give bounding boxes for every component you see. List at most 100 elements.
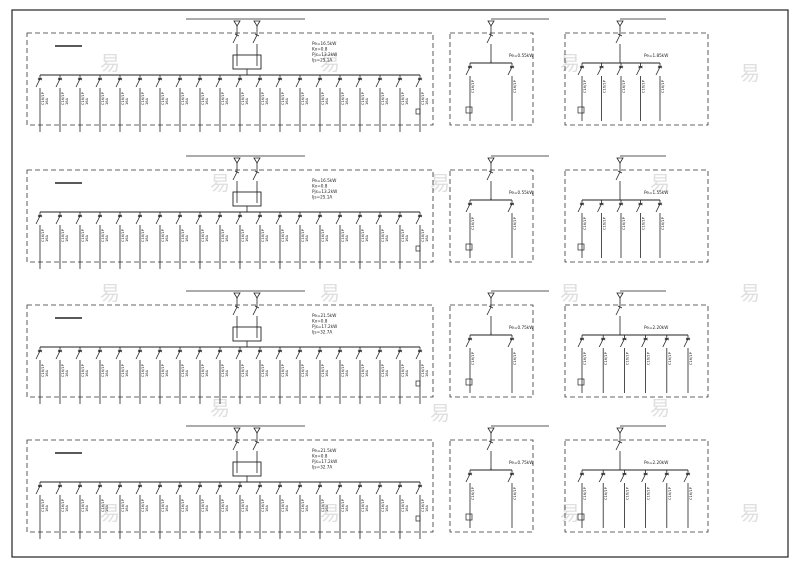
circuit-breaker-label: C16/1P — [41, 498, 45, 512]
isolator-cross — [234, 440, 240, 444]
incoming-feeder — [615, 20, 624, 63]
breaker-contact — [95, 485, 101, 495]
breaker-contact — [315, 215, 321, 225]
breaker-contact — [115, 485, 121, 495]
breaker-cross — [297, 484, 303, 488]
circuit-breaker-label: C16/1P — [181, 363, 185, 377]
breaker-contact — [507, 473, 513, 483]
circuit-rating-label: 16A — [345, 97, 349, 105]
breaker-cross — [417, 484, 423, 488]
breaker-contact — [55, 350, 61, 360]
feeder-arrow-icon — [487, 427, 495, 434]
circuit-breaker-label: C16/1P — [141, 363, 145, 377]
isolator-contact — [486, 34, 492, 44]
breaker-symbol — [95, 482, 103, 539]
circuit-rating-label: 16A — [405, 97, 409, 105]
breaker-cross — [157, 214, 163, 218]
breaker-contact — [636, 66, 641, 76]
circuit-breaker-label: C16/1P — [361, 91, 365, 105]
breaker-cross — [509, 202, 515, 206]
circuit-breaker-label: C16/1P — [321, 498, 325, 512]
breaker-cross — [297, 349, 303, 353]
circuit-breaker-label: C16/1P — [361, 498, 365, 512]
circuit-rating-label: 16A — [145, 369, 149, 377]
breaker-cross — [77, 349, 83, 353]
sub-outgoing-circuit: C16/1P — [577, 335, 587, 393]
breaker-symbol — [255, 347, 263, 404]
watermark-glyph: 易 — [650, 171, 670, 195]
breaker-contact — [175, 215, 181, 225]
breaker-symbol — [683, 470, 691, 528]
breaker-symbol — [195, 347, 203, 404]
circuit-breaker-label: C16/1P — [381, 91, 385, 105]
breaker-symbol — [235, 75, 243, 132]
breaker-cross — [57, 77, 63, 81]
breaker-contact — [662, 338, 668, 348]
breaker-cross — [117, 349, 123, 353]
breaker-cross — [377, 77, 383, 81]
breaker-cross — [157, 484, 163, 488]
watermark-glyph: 易 — [100, 281, 120, 305]
sub-board-2-load-label: Pe=1.85kW — [644, 53, 668, 58]
breaker-contact — [335, 350, 341, 360]
breaker-cross — [237, 77, 243, 81]
circuit-rating-label: 16A — [65, 504, 69, 512]
breaker-contact — [135, 485, 141, 495]
circuit-breaker-label: C16/1P — [401, 498, 405, 512]
circuit-rating-label: 16A — [45, 97, 49, 105]
breaker-cross — [257, 214, 263, 218]
circuit-breaker-label: C16/1P — [241, 363, 245, 377]
breaker-cross — [317, 214, 323, 218]
breaker-symbol — [598, 335, 606, 393]
breaker-contact — [335, 215, 341, 225]
circuit-breaker-label: C16/1P — [381, 363, 385, 377]
breaker-symbol — [662, 470, 669, 528]
circuit-breaker-label: C16/1P — [341, 363, 345, 377]
sub-outgoing-circuit: C16/1P — [577, 63, 587, 121]
breaker-contact — [75, 485, 81, 495]
isolator-cross — [234, 305, 240, 309]
circuit-rating-label: 16A — [145, 234, 149, 242]
breaker-contact — [616, 66, 622, 76]
breaker-contact — [375, 215, 381, 225]
breaker-contact — [655, 66, 661, 76]
isolator-contact — [252, 34, 258, 44]
circuit-breaker-label: C16/1P — [41, 91, 45, 105]
breaker-symbol — [95, 212, 103, 269]
breaker-contact — [577, 66, 583, 76]
breaker-cross — [297, 214, 303, 218]
breaker-contact — [597, 66, 602, 76]
circuit-rating-label: 16A — [285, 504, 289, 512]
isolator-cross — [488, 305, 494, 309]
breaker-symbol — [315, 347, 323, 404]
sub-board-2-outline — [564, 439, 709, 533]
breaker-contact — [315, 485, 321, 495]
breaker-cross — [601, 337, 606, 341]
breaker-contact — [375, 78, 381, 88]
breaker-symbol — [465, 63, 473, 121]
circuit-breaker-label: C16/1P — [513, 216, 517, 230]
circuit-rating-label: 16A — [325, 504, 329, 512]
breaker-symbol — [135, 347, 143, 404]
breaker-symbol — [355, 212, 363, 269]
board-parameter: Pe=21.5kW — [312, 313, 336, 318]
breaker-contact — [641, 338, 646, 348]
incoming-feeder — [252, 427, 261, 473]
breaker-contact — [115, 215, 121, 225]
circuit-breaker-label: C16/1P — [341, 228, 345, 242]
circuit-rating-label: 16A — [285, 234, 289, 242]
breaker-symbol — [355, 482, 363, 539]
breaker-symbol — [662, 335, 669, 393]
circuit-breaker-label: C16/1P — [121, 91, 125, 105]
breaker-contact — [135, 215, 141, 225]
circuit-rating-label: 16A — [265, 97, 269, 105]
